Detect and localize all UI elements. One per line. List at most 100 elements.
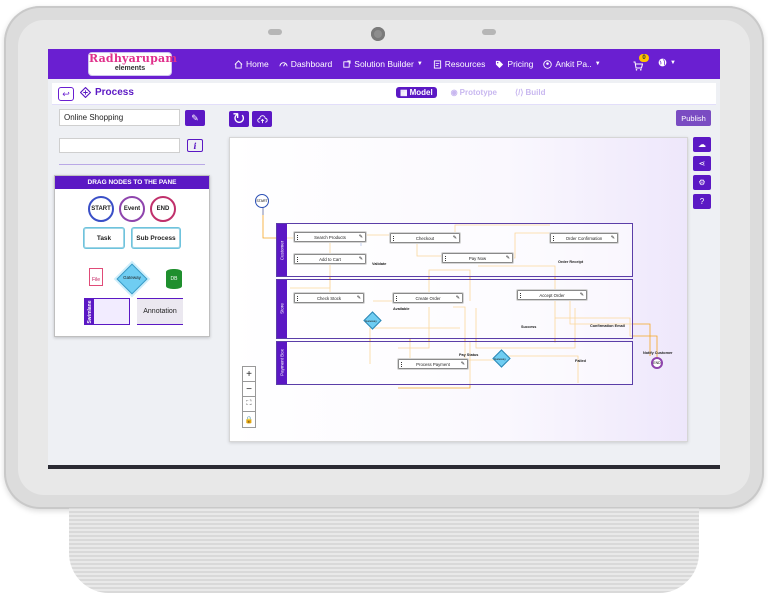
- task-process-payment[interactable]: Process Payment✎: [398, 359, 468, 369]
- tab-model-label: Model: [409, 88, 433, 97]
- back-arrow-icon: ↩: [62, 88, 70, 99]
- edit-icon: ✎: [358, 234, 363, 240]
- tab-prototype-label: Prototype: [459, 88, 497, 97]
- palette-file-node[interactable]: File: [89, 268, 103, 286]
- task-add-to-cart[interactable]: Add to Cart ✎: [294, 254, 366, 264]
- edit-icon: ✎: [452, 235, 457, 241]
- nav-pricing-label: Pricing: [507, 59, 534, 69]
- caret-down-icon: ▼: [416, 61, 423, 67]
- cloud-icon: ☁: [698, 140, 706, 149]
- lane-label: Customer: [279, 240, 285, 261]
- resources-icon: [433, 59, 441, 69]
- eye-icon: ◉: [450, 88, 458, 97]
- label-validate: Validate: [372, 262, 387, 266]
- edit-icon: ✎: [356, 295, 361, 301]
- task-label: Check Stock: [316, 295, 342, 301]
- edit-icon: ✎: [191, 112, 199, 123]
- lock-button[interactable]: 🔒: [244, 416, 254, 424]
- edit-icon: ✎: [579, 292, 584, 298]
- task-label: Order Confirmation: [565, 235, 603, 241]
- edit-icon: ✎: [460, 361, 465, 367]
- palette-task-node[interactable]: Task: [84, 228, 124, 248]
- edit-name-button[interactable]: ✎: [185, 110, 205, 126]
- task-label: Create Order: [415, 295, 441, 301]
- refresh-icon: ↻: [232, 111, 246, 128]
- palette-event-node[interactable]: Event: [119, 196, 145, 222]
- home-icon: [234, 59, 243, 69]
- palette-swimlane-node[interactable]: Swimlane: [84, 298, 130, 325]
- share-button[interactable]: ⋖: [693, 156, 711, 171]
- palette-gateway-label: Gateway: [123, 275, 141, 280]
- task-label: Add to Cart: [319, 256, 341, 262]
- label-pay-status: Pay Status: [459, 353, 479, 357]
- caret-down-icon: ▼: [594, 61, 601, 67]
- zoom-in-button[interactable]: +: [243, 367, 255, 382]
- task-accept-order[interactable]: Accept Order✎: [517, 290, 587, 300]
- cloud-save-button[interactable]: ☁: [693, 137, 711, 152]
- camera: [371, 27, 385, 41]
- sensor-dot: [482, 29, 496, 35]
- diagram-canvas[interactable]: START Customer Store Payment Box Search …: [229, 137, 688, 442]
- zoom-out-button[interactable]: −: [243, 382, 255, 397]
- palette-db-node[interactable]: DB: [166, 269, 182, 289]
- nav-solution-builder[interactable]: Solution Builder ▼: [342, 59, 423, 69]
- nav-dashboard[interactable]: Dashboard: [279, 59, 333, 69]
- language-menu[interactable]: ▼: [658, 58, 676, 67]
- dashboard-icon: [279, 61, 288, 67]
- process-name-input[interactable]: [59, 109, 180, 126]
- nav-home[interactable]: Home: [234, 59, 269, 69]
- diagram-start-node[interactable]: START: [255, 194, 269, 208]
- diagram-end-node[interactable]: END: [651, 357, 663, 369]
- process-toolbar: ↩ Process ▦ Model ◉ Prototype ⟨/⟩ Build: [52, 83, 716, 105]
- help-button[interactable]: ?: [693, 194, 711, 209]
- fit-view-button[interactable]: ⛶: [243, 397, 255, 412]
- tab-model[interactable]: ▦ Model: [396, 87, 437, 98]
- palette-header: DRAG NODES TO THE PANE: [55, 176, 209, 189]
- task-pay-now[interactable]: Pay Now✎: [442, 253, 513, 263]
- swimlane-store[interactable]: Store: [276, 279, 633, 339]
- cart-count-badge: 0: [639, 54, 649, 62]
- cart-button[interactable]: [633, 58, 644, 76]
- palette-swimlane-label: Swimlane: [87, 300, 93, 324]
- task-create-order[interactable]: Create Order✎: [393, 293, 463, 303]
- lane-label: Payment Box: [279, 349, 285, 376]
- refresh-button[interactable]: ↻: [229, 111, 249, 128]
- description-input[interactable]: [59, 138, 180, 153]
- settings-button[interactable]: ⚙: [693, 175, 711, 190]
- tag-icon: [496, 60, 504, 68]
- palette-start-node[interactable]: START: [88, 196, 114, 222]
- nav-dashboard-label: Dashboard: [290, 59, 333, 69]
- tab-prototype[interactable]: ◉ Prototype: [447, 87, 501, 98]
- tab-build[interactable]: ⟨/⟩ Build: [511, 87, 549, 98]
- task-order-confirmation[interactable]: Order Confirmation✎: [550, 233, 618, 243]
- divider: [59, 164, 205, 165]
- edit-icon: ✎: [358, 256, 363, 262]
- palette-subprocess-node[interactable]: Sub Process: [132, 228, 180, 248]
- palette-end-node[interactable]: END: [150, 196, 176, 222]
- back-button[interactable]: ↩: [58, 87, 74, 101]
- brand-logo[interactable]: Radhyarupam elements: [88, 52, 178, 76]
- gateway-label: Gateway: [494, 357, 506, 361]
- cloud-upload-icon: [256, 114, 268, 123]
- nav-pricing[interactable]: Pricing: [495, 59, 533, 69]
- publish-button[interactable]: Publish: [676, 110, 711, 126]
- logo-text: Radhyarupam: [89, 52, 178, 65]
- user-icon: [543, 59, 553, 69]
- info-button[interactable]: i: [187, 139, 203, 152]
- task-label: Checkout: [415, 235, 435, 241]
- app-screen: Radhyarupam elements Home Dashboard Solu…: [48, 49, 720, 467]
- task-search-products[interactable]: Search Products✎: [294, 232, 366, 242]
- speaker-stand: [69, 508, 699, 593]
- upload-button[interactable]: [252, 111, 272, 127]
- task-check-stock[interactable]: Check Stock ✎: [294, 293, 364, 303]
- nav-user-menu[interactable]: Ankit Pa.. ▼: [543, 59, 601, 69]
- label-order-receipt: Order Receipt: [558, 260, 584, 264]
- task-label: Pay Now: [468, 255, 487, 261]
- palette-annotation-node[interactable]: Annotation: [137, 298, 183, 325]
- label-confirmation-email: Confirmation Email: [590, 324, 625, 328]
- task-checkout[interactable]: Checkout ✎: [390, 233, 460, 243]
- grid-icon: ▦: [400, 88, 408, 97]
- nav-user-label: Ankit Pa..: [555, 59, 592, 69]
- nav-resources[interactable]: Resources: [433, 59, 485, 69]
